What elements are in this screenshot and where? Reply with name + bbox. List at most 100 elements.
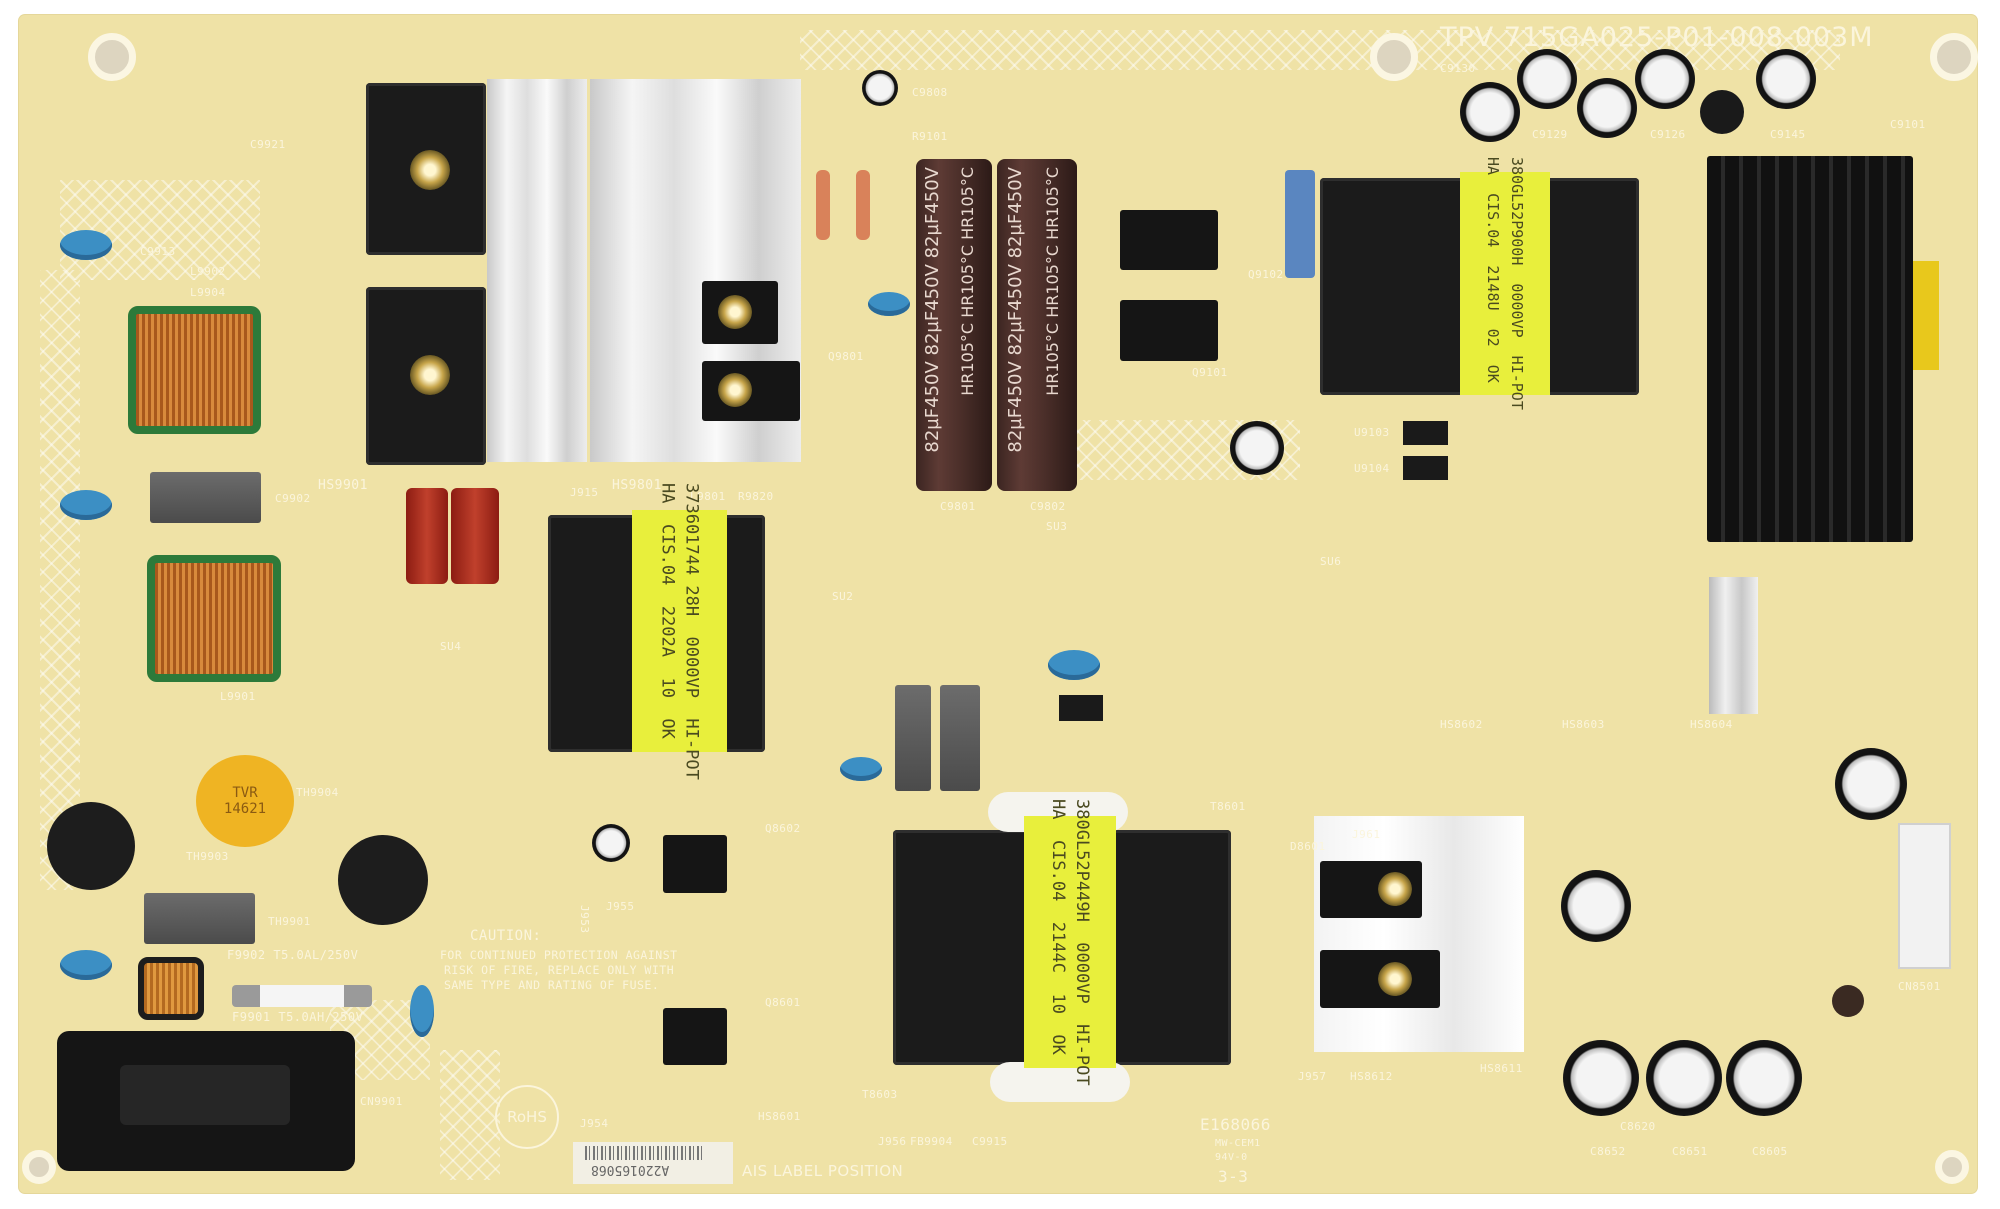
capacitor-marking: 82µF450V 82µF450V 82µF450V bbox=[1005, 167, 1026, 453]
resistor bbox=[856, 170, 870, 240]
fuse bbox=[232, 985, 372, 1007]
ref-label: U9103 bbox=[1354, 426, 1390, 439]
caution-title: CAUTION: bbox=[470, 928, 542, 944]
ul-flammability: 94V-0 bbox=[1215, 1152, 1248, 1163]
ref-label: C9130 bbox=[1440, 62, 1476, 75]
fuse-rating-label: F9902 T5.0AL/250V bbox=[227, 948, 359, 962]
ref-label: T8601 bbox=[1210, 800, 1246, 813]
varistor: TVR 14621 bbox=[196, 755, 294, 847]
ref-label: Q8601 bbox=[765, 996, 801, 1009]
mounting-hole bbox=[1930, 33, 1978, 81]
electrolytic-capacitor bbox=[862, 70, 898, 106]
ref-label: Q9101 bbox=[1192, 366, 1228, 379]
ref-label: C9808 bbox=[912, 86, 948, 99]
ref-label: J955 bbox=[606, 900, 635, 913]
ref-label: TH9904 bbox=[296, 786, 339, 799]
inductor bbox=[1700, 90, 1744, 134]
barcode-label: A220165068 bbox=[573, 1142, 733, 1184]
ref-label: C9902 bbox=[275, 492, 311, 505]
ref-label: C8620 bbox=[1620, 1120, 1656, 1133]
caution-line: RISK OF FIRE, REPLACE ONLY WITH bbox=[444, 963, 675, 977]
ref-label: C9913 bbox=[140, 245, 176, 258]
ref-label: Q9102 bbox=[1248, 268, 1284, 281]
heatsink bbox=[1314, 816, 1524, 1052]
screw bbox=[1378, 872, 1412, 906]
ntc-thermistor bbox=[338, 835, 428, 925]
capacitor-marking: HR105°C HR105°C HR105°C bbox=[1043, 167, 1062, 396]
board-model-code: TPV 715GA025-P01-008-003M bbox=[1440, 22, 1874, 53]
ref-label: T8603 bbox=[862, 1088, 898, 1101]
ref-label: CN9901 bbox=[360, 1095, 403, 1108]
rohs-mark: RoHS bbox=[495, 1085, 559, 1149]
mounting-hole bbox=[1370, 33, 1418, 81]
ref-label: J956 bbox=[878, 1135, 907, 1148]
screw bbox=[410, 150, 450, 190]
transformer-label: 373601744 28H 0000VP HI-POT HA CIS.04 22… bbox=[632, 483, 727, 779]
fuse-rating-label: F9901 T5.0AH/250V bbox=[232, 1010, 364, 1024]
ul-number: E168066 bbox=[1200, 1115, 1271, 1134]
film-capacitor bbox=[451, 488, 499, 584]
ref-label: J957 bbox=[1298, 1070, 1327, 1083]
varistor-marking: TVR 14621 bbox=[223, 785, 267, 817]
ref-label: C9101 bbox=[1890, 118, 1926, 131]
ref-label: HS8603 bbox=[1562, 718, 1605, 731]
film-capacitor bbox=[895, 685, 931, 791]
ref-label: C9921 bbox=[250, 138, 286, 151]
ref-label: C9129 bbox=[1532, 128, 1568, 141]
ref-label: C9915 bbox=[972, 1135, 1008, 1148]
caution-line: FOR CONTINUED PROTECTION AGAINST bbox=[440, 948, 678, 962]
film-capacitor bbox=[940, 685, 980, 791]
ref-label: HS8611 bbox=[1480, 1062, 1523, 1075]
ref-label: HS9901 bbox=[318, 478, 368, 493]
electrolytic-capacitor bbox=[1635, 49, 1695, 109]
ref-label: Q8602 bbox=[765, 822, 801, 835]
screw bbox=[410, 355, 450, 395]
ref-label: SU4 bbox=[440, 640, 462, 653]
optocoupler bbox=[1403, 456, 1448, 480]
ref-label: J954 bbox=[580, 1117, 609, 1130]
ref-label: HS9801 bbox=[612, 478, 662, 493]
electrolytic-capacitor bbox=[1460, 82, 1520, 142]
connector-socket bbox=[120, 1065, 290, 1125]
screw bbox=[718, 373, 752, 407]
ref-label: SU2 bbox=[832, 590, 854, 603]
ref-label: D8601 bbox=[1290, 840, 1326, 853]
ref-label: C9802 bbox=[1030, 500, 1066, 513]
y-capacitor bbox=[60, 950, 112, 980]
y-capacitor bbox=[1285, 170, 1315, 278]
y-capacitor bbox=[60, 490, 112, 520]
ul-material: MW-CEM1 bbox=[1215, 1138, 1261, 1149]
ref-label: HS8604 bbox=[1690, 718, 1733, 731]
ref-label: FB9904 bbox=[910, 1135, 953, 1148]
screw bbox=[718, 295, 752, 329]
capacitor-marking: 82µF450V 82µF450V 82µF450V bbox=[922, 167, 943, 453]
ceramic-capacitor bbox=[840, 757, 882, 781]
ref-label: HS8612 bbox=[1350, 1070, 1393, 1083]
hatched-area bbox=[40, 270, 80, 890]
electrolytic-capacitor bbox=[1756, 49, 1816, 109]
electrolytic-capacitor bbox=[1517, 49, 1577, 109]
ref-label: L9901 bbox=[220, 690, 256, 703]
hatched-area bbox=[440, 1050, 500, 1180]
ceramic-capacitor bbox=[868, 292, 910, 316]
ref-label: R9101 bbox=[912, 130, 948, 143]
ref-label: C9145 bbox=[1770, 128, 1806, 141]
transistor bbox=[1120, 300, 1218, 361]
mounting-hole bbox=[1935, 1150, 1969, 1184]
connector bbox=[1913, 261, 1939, 370]
bulk-capacitor: 82µF450V 82µF450V 82µF450V HR105°C HR105… bbox=[997, 159, 1077, 491]
heatsink bbox=[487, 79, 587, 462]
electrolytic-capacitor bbox=[1646, 1040, 1722, 1116]
x-capacitor bbox=[144, 893, 255, 944]
ref-label: C8651 bbox=[1672, 1145, 1708, 1158]
layer-mark: 3-3 bbox=[1218, 1167, 1249, 1186]
small-capacitor bbox=[1832, 985, 1864, 1017]
optocoupler bbox=[1059, 695, 1103, 721]
electrolytic-capacitor bbox=[1726, 1040, 1802, 1116]
ref-label: R9820 bbox=[738, 490, 774, 503]
output-connector bbox=[1898, 823, 1951, 969]
ref-label: C9126 bbox=[1650, 128, 1686, 141]
ref-label: J915 bbox=[570, 486, 599, 499]
ref-label: TH9901 bbox=[268, 915, 311, 928]
ref-label: CN8501 bbox=[1898, 980, 1941, 993]
